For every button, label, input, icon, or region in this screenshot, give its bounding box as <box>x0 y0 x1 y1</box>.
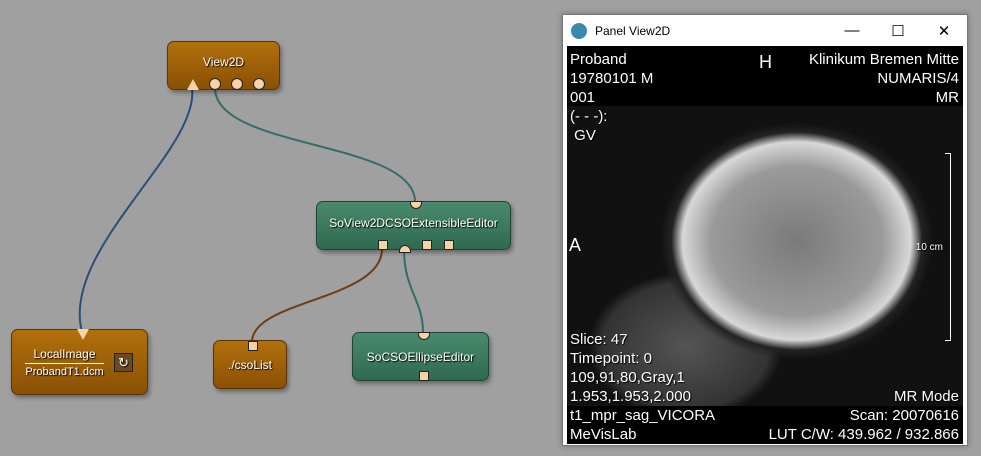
output-port[interactable] <box>399 245 411 253</box>
output-port[interactable] <box>378 240 388 250</box>
output-port[interactable] <box>422 240 432 250</box>
module-view2d-cso-editor[interactable]: SoView2DCSOExtensibleEditor <box>316 201 511 253</box>
input-port[interactable] <box>253 78 265 90</box>
module-label: SoView2DCSOExtensibleEditor <box>329 215 498 230</box>
title-bar[interactable]: Panel View2D — ☐ ✕ <box>563 15 967 46</box>
wire-editor-ellipse <box>403 248 424 333</box>
input-port-triangle[interactable] <box>187 79 199 90</box>
scale-bar <box>945 153 951 341</box>
mri-image <box>567 106 963 406</box>
input-port[interactable] <box>410 201 422 209</box>
module-cso-list[interactable]: ./csoList <box>213 340 287 389</box>
wire-view2d-editor <box>214 87 416 203</box>
orientation-left: A <box>569 235 582 255</box>
wire-editor-csolist <box>251 248 383 343</box>
wire-image-view2d <box>78 87 194 333</box>
orientation-top: H <box>759 52 772 72</box>
window-title: Panel View2D <box>595 23 671 38</box>
module-label: LocalImage <box>25 347 104 364</box>
module-local-image[interactable]: LocalImage ProbandT1.dcm ↻ <box>11 329 148 395</box>
module-cso-ellipse-editor[interactable]: SoCSOEllipseEditor <box>352 332 489 381</box>
file-name: ProbandT1.dcm <box>25 365 104 378</box>
app-icon <box>571 22 587 39</box>
output-port[interactable] <box>419 371 429 381</box>
input-port[interactable] <box>248 341 258 351</box>
module-view2d[interactable]: View2D <box>167 41 280 90</box>
output-port-triangle[interactable] <box>77 329 89 340</box>
reload-icon[interactable]: ↻ <box>114 353 133 372</box>
scale-label: 10 cm <box>915 242 943 253</box>
module-label: ./csoList <box>227 357 272 372</box>
input-port[interactable] <box>418 332 430 340</box>
input-port[interactable] <box>231 78 243 90</box>
connections <box>78 87 424 343</box>
input-port[interactable] <box>209 78 221 90</box>
minimize-button[interactable]: — <box>844 22 860 39</box>
module-label: SoCSOEllipseEditor <box>366 349 475 364</box>
module-label: View2D <box>202 54 245 69</box>
output-port[interactable] <box>444 240 454 250</box>
close-button[interactable]: ✕ <box>937 22 951 40</box>
maximize-button[interactable]: ☐ <box>891 22 905 40</box>
